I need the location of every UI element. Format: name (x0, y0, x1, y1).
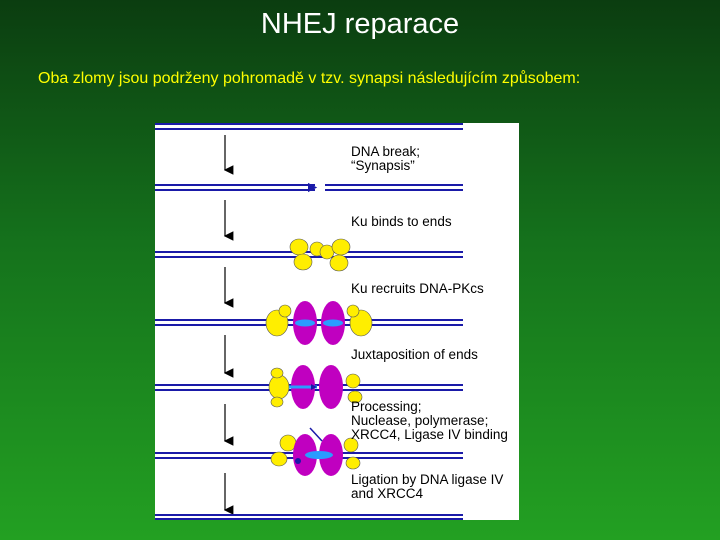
step-text: Juxtaposition of ends (351, 347, 478, 362)
step-text: DNA break; (351, 144, 421, 159)
slide-title: NHEJ reparace (260, 8, 460, 40)
dna-intact (155, 123, 463, 130)
juxtaposition (155, 365, 463, 409)
step-label-synapsis: DNA break; “Synapsis” (351, 145, 521, 173)
dna-break (155, 182, 463, 193)
step-text: Nuclease, polymerase; (351, 413, 489, 428)
step-text: Ku binds to ends (351, 214, 452, 229)
step-text: Ku recruits DNA-PKcs (351, 281, 484, 296)
step-text: Processing; (351, 399, 422, 414)
step-label-dna-pkcs: Ku recruits DNA-PKcs (351, 282, 521, 296)
nhej-diagram: DNA break; “Synapsis” Ku binds to ends K… (155, 123, 519, 520)
step-text: “Synapsis” (351, 158, 415, 173)
step-label-processing: Processing; Nuclease, polymerase; XRCC4,… (351, 400, 521, 442)
nhej-diagram-graphic (155, 123, 463, 520)
step-text: Ligation by DNA ligase IV (351, 472, 504, 487)
ku-binding (155, 238, 463, 272)
processing (155, 427, 463, 476)
dna-ligated (155, 514, 463, 520)
dna-pkcs-recruitment (155, 301, 463, 345)
step-label-ligation: Ligation by DNA ligase IV and XRCC4 (351, 473, 521, 501)
step-text: XRCC4, Ligase IV binding (351, 427, 508, 442)
slide-subtitle: Oba zlomy jsou podrženy pohromadě v tzv.… (38, 70, 581, 87)
step-label-ku-binds: Ku binds to ends (351, 215, 521, 229)
step-label-juxtaposition: Juxtaposition of ends (351, 348, 521, 362)
step-text: and XRCC4 (351, 486, 424, 501)
